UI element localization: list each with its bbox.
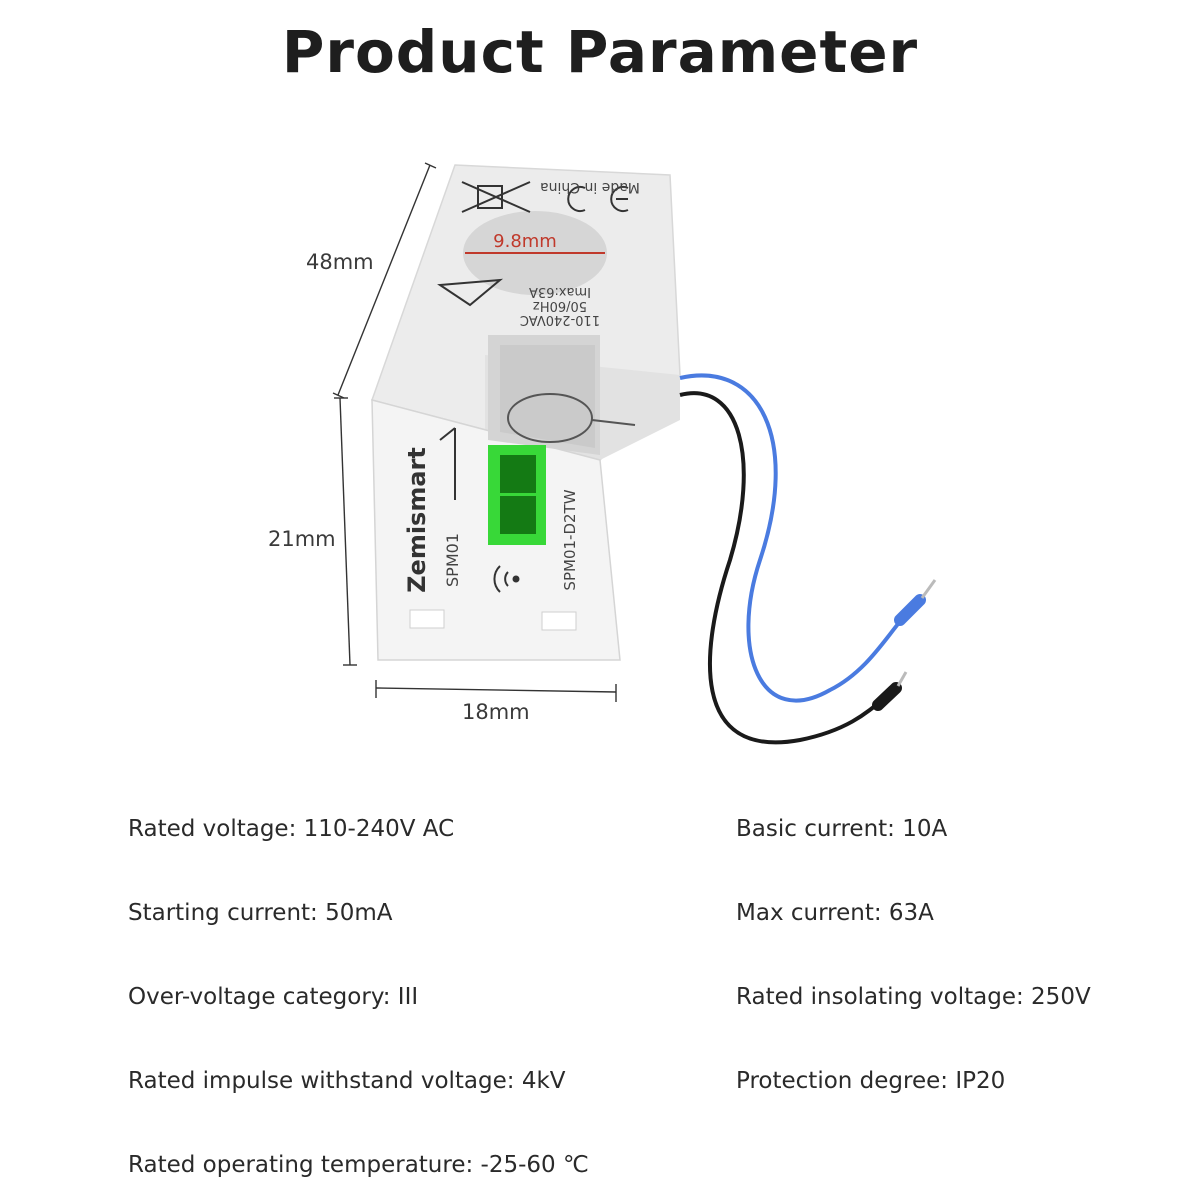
spec-insulating-voltage: Rated insolating voltage: 250V <box>736 984 1091 1010</box>
product-illustration: Made in China 110-240VAC 50/60Hz Imax:63… <box>332 162 937 745</box>
made-in-label: Made in China <box>540 179 640 195</box>
spec-impulse-voltage: Rated impulse withstand voltage: 4kV <box>128 1068 566 1094</box>
model-side-label: SPM01-D2TW <box>561 489 579 590</box>
spec-max-current: Max current: 63A <box>736 900 934 926</box>
spec-operating-temperature: Rated operating temperature: -25-60 ℃ <box>128 1152 589 1178</box>
page-title: Product Parameter <box>281 18 919 86</box>
width-dimension-label: 18mm <box>462 700 530 724</box>
certification-marks <box>437 181 629 307</box>
rating-line1: 110-240VAC <box>520 312 600 327</box>
spec-basic-current: Basic current: 10A <box>736 816 948 842</box>
height-dimension-label: 48mm <box>306 250 374 274</box>
spec-rated-voltage: Rated voltage: 110-240V AC <box>128 816 455 842</box>
depth-dimension-label: 21mm <box>268 527 336 551</box>
rating-line3: Imax:63A <box>529 284 591 299</box>
spec-over-voltage-category: Over-voltage category: III <box>128 984 419 1010</box>
dimension-lines <box>332 162 617 702</box>
spec-starting-current: Starting current: 50mA <box>128 900 393 926</box>
wifi-icon <box>493 565 520 593</box>
wire-black <box>679 391 890 745</box>
rating-line2: 50/60Hz <box>533 298 587 313</box>
wire-blue <box>679 373 912 703</box>
brand-label: Zemismart <box>403 447 431 593</box>
spec-protection-degree: Protection degree: IP20 <box>736 1068 1006 1094</box>
model-label: SPM01 <box>443 533 462 587</box>
hole-dimension-label: 9.8mm <box>493 231 557 252</box>
